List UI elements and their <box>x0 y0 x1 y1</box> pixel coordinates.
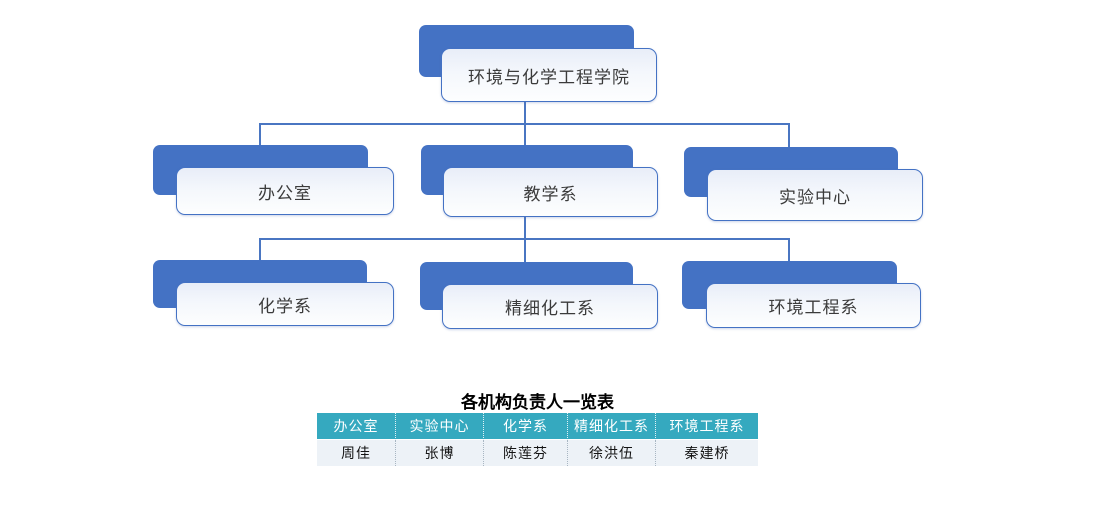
header-cell-chemistry: 化学系 <box>483 413 567 440</box>
connector-drop-chemistry <box>259 238 261 261</box>
leader-table-data-row: 周佳 张博 陈莲芬 徐洪伍 秦建桥 <box>317 440 758 466</box>
org-node-office-label: 办公室 <box>258 183 312 203</box>
org-node-office: 办公室 <box>176 167 394 215</box>
header-cell-fine-chemical: 精细化工系 <box>567 413 655 440</box>
header-cell-environmental-eng: 环境工程系 <box>655 413 758 440</box>
org-node-chemistry-label: 化学系 <box>258 296 312 316</box>
org-node-fine-chemical: 精细化工系 <box>442 284 658 329</box>
org-node-environmental-eng: 环境工程系 <box>706 283 921 328</box>
header-cell-lab-center: 实验中心 <box>395 413 483 440</box>
connector-drop-fine-chemical <box>524 238 526 263</box>
cell-leader-office: 周佳 <box>317 440 395 466</box>
org-node-environmental-eng-label: 环境工程系 <box>768 298 859 317</box>
leader-table-header-row: 办公室 实验中心 化学系 精细化工系 环境工程系 <box>317 413 758 440</box>
connector-drop-environmental-eng <box>788 238 790 262</box>
connector-drop-office <box>259 123 261 147</box>
leader-table-title: 各机构负责人一览表 <box>461 393 614 412</box>
org-node-chemistry: 化学系 <box>176 282 394 326</box>
cell-leader-fine-chemical: 徐洪伍 <box>567 440 655 466</box>
connector-root-stem <box>524 102 526 124</box>
org-node-fine-chemical-label: 精细化工系 <box>505 299 595 318</box>
org-node-lab-center: 实验中心 <box>707 169 923 221</box>
cell-leader-chemistry: 陈莲芬 <box>483 440 567 466</box>
org-node-teaching-label: 教学系 <box>523 184 578 204</box>
connector-teaching-stem <box>524 217 526 239</box>
org-node-root-label: 环境与化学工程学院 <box>468 67 630 87</box>
org-node-teaching: 教学系 <box>443 167 658 217</box>
org-node-lab-center-label: 实验中心 <box>779 187 851 207</box>
cell-leader-environmental-eng: 秦建桥 <box>655 440 758 466</box>
org-node-root: 环境与化学工程学院 <box>441 48 657 102</box>
leader-table: 办公室 实验中心 化学系 精细化工系 环境工程系 周佳 张博 陈莲芬 徐洪伍 秦… <box>317 413 758 466</box>
header-cell-office: 办公室 <box>317 413 395 440</box>
connector-drop-lab-center <box>788 123 790 148</box>
cell-leader-lab-center: 张博 <box>395 440 483 466</box>
connector-drop-teaching <box>524 123 526 147</box>
